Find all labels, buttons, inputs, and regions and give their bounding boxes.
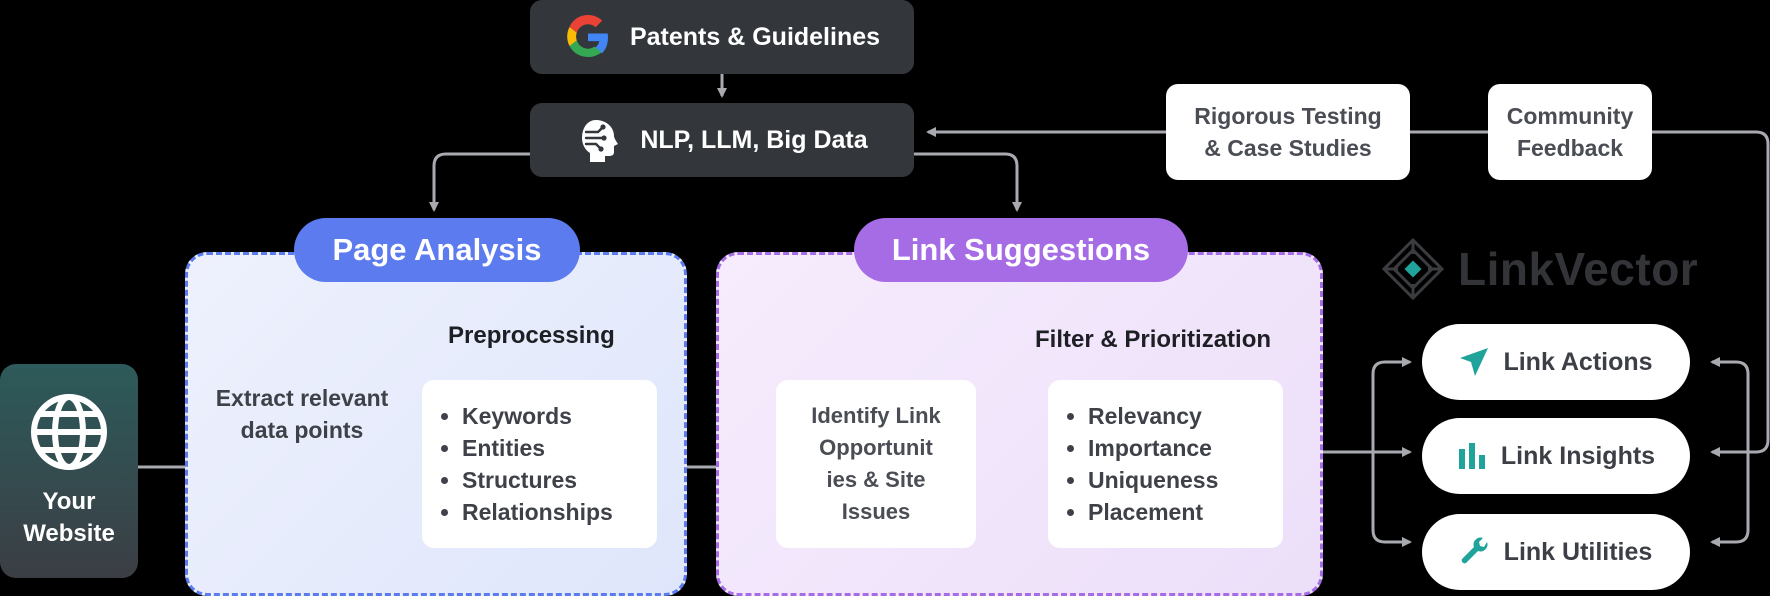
patents-label: Patents & Guidelines xyxy=(629,22,881,51)
nlp-label: NLP, LLM, Big Data xyxy=(640,125,868,154)
list-item: Structures xyxy=(462,464,657,496)
preprocessing-list-box: Keywords Entities Structures Relationshi… xyxy=(422,380,657,548)
extract-line1: Extract relevant xyxy=(215,385,389,411)
list-item: Placement xyxy=(1088,496,1283,528)
website-line2: Website xyxy=(23,520,115,547)
link-insights-label: Link Insights xyxy=(1500,441,1656,470)
extract-text: Extract relevant data points xyxy=(200,382,404,446)
linkvector-logo-icon xyxy=(1381,237,1445,301)
linkvector-name: LinkVector xyxy=(1458,243,1699,295)
community-line2: Feedback xyxy=(1516,135,1624,161)
link-utilities-button[interactable]: Link Utilities xyxy=(1422,514,1690,590)
identify-line3: ies & Site xyxy=(826,467,926,492)
list-item: Relevancy xyxy=(1088,400,1283,432)
filter-prioritization-heading: Filter & Prioritization xyxy=(1035,326,1272,353)
patents-guidelines-box: Patents & Guidelines xyxy=(530,0,914,74)
identify-line2: Opportunit xyxy=(819,435,933,460)
rigorous-testing-box: Rigorous Testing & Case Studies xyxy=(1166,84,1410,180)
link-utilities-label: Link Utilities xyxy=(1503,537,1653,566)
your-website-box: Your Website xyxy=(0,364,138,578)
identify-opportunities-box: Identify Link Opportunit ies & Site Issu… xyxy=(776,380,976,548)
preprocessing-heading: Preprocessing xyxy=(448,322,615,349)
list-item: Keywords xyxy=(462,400,657,432)
bar-chart-icon xyxy=(1458,443,1485,469)
preprocessing-list: Keywords Entities Structures Relationshi… xyxy=(430,400,657,528)
website-line1: Your xyxy=(42,488,96,515)
link-actions-button[interactable]: Link Actions xyxy=(1422,324,1690,400)
identify-line4: Issues xyxy=(841,499,911,524)
community-feedback-box: Community Feedback xyxy=(1488,84,1652,180)
testing-line1: Rigorous Testing xyxy=(1194,103,1382,129)
list-item: Uniqueness xyxy=(1088,464,1283,496)
list-item: Importance xyxy=(1088,432,1283,464)
identify-line1: Identify Link xyxy=(811,403,941,428)
list-item: Entities xyxy=(462,432,657,464)
extract-line2: data points xyxy=(240,417,364,443)
list-item: Relationships xyxy=(462,496,657,528)
google-icon xyxy=(567,15,608,57)
link-actions-label: Link Actions xyxy=(1503,347,1653,376)
linkvector-logo: LinkVector xyxy=(1380,236,1698,302)
filter-list-box: Relevancy Importance Uniqueness Placemen… xyxy=(1048,380,1283,548)
page-analysis-title: Page Analysis xyxy=(294,218,580,282)
globe-icon xyxy=(31,394,107,470)
send-arrow-icon xyxy=(1460,348,1489,376)
link-suggestions-title: Link Suggestions xyxy=(854,218,1188,282)
ai-head-icon xyxy=(582,120,619,162)
testing-line2: & Case Studies xyxy=(1204,135,1372,161)
filter-list: Relevancy Importance Uniqueness Placemen… xyxy=(1056,400,1283,528)
link-insights-button[interactable]: Link Insights xyxy=(1422,418,1690,494)
community-line1: Community xyxy=(1506,103,1634,129)
wrench-icon xyxy=(1461,537,1488,564)
nlp-llm-bigdata-box: NLP, LLM, Big Data xyxy=(530,103,914,177)
